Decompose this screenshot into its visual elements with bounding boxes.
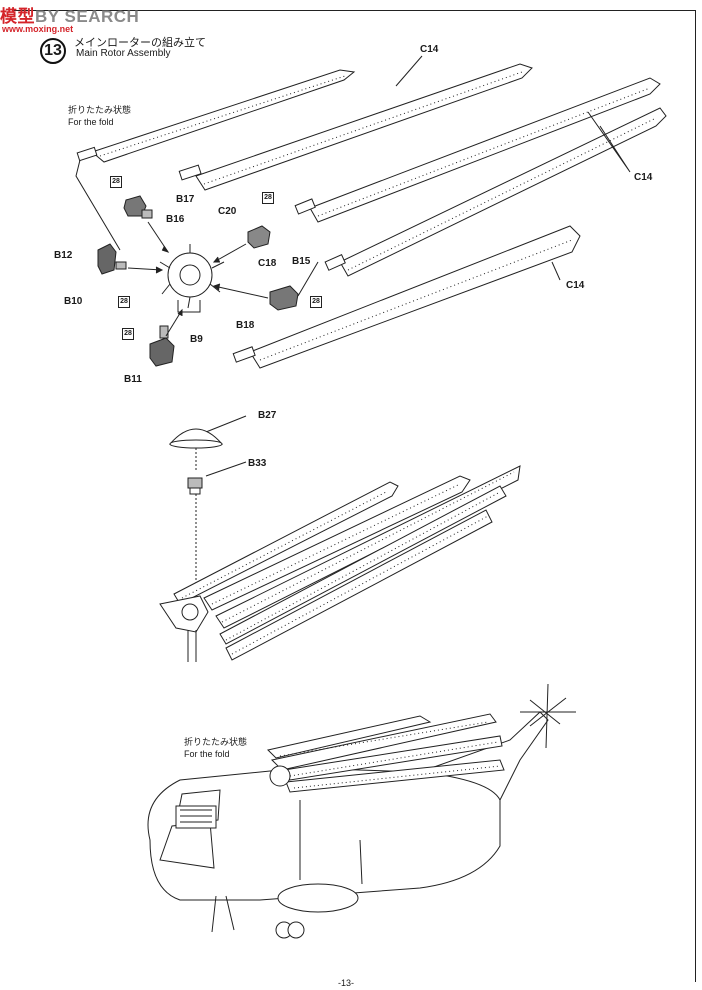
rotor-hub (159, 244, 225, 313)
step-title-japanese: メインローターの組み立て (74, 37, 206, 49)
step-title-english: Main Rotor Assembly (76, 48, 171, 59)
rotor-blade-1 (76, 69, 356, 163)
rotor-blade-2 (178, 63, 533, 191)
rotor-blade-5 (232, 225, 581, 369)
page-number: -13- (338, 978, 355, 988)
part-b16-b17 (123, 195, 153, 219)
label-b10: B10 (64, 296, 83, 307)
label-b18: B18 (236, 320, 255, 331)
assembly-arrows (75, 159, 319, 337)
folded-rotor-assembly (159, 465, 521, 662)
label-c14-right: C14 (634, 172, 653, 183)
cement-badge-2: 28 (262, 192, 274, 204)
label-b11: B11 (124, 374, 142, 385)
label-b9: B9 (190, 334, 203, 345)
part-b33-cap (187, 477, 203, 495)
helicopter-folded (147, 683, 576, 939)
part-b27-dome (168, 428, 224, 449)
label-b12: B12 (54, 250, 73, 261)
label-c14-lower: C14 (566, 280, 585, 291)
watermark-url: www.moxing.net (2, 24, 74, 34)
cement-badge-3: 28 (118, 296, 130, 308)
rotor-blade-4 (324, 107, 667, 277)
label-c18: C18 (258, 258, 277, 269)
label-c14-top: C14 (420, 44, 439, 55)
fold-note-top: 折りたたみ状態 For the fold (68, 105, 132, 127)
label-b27: B27 (258, 410, 277, 421)
label-b33: B33 (248, 458, 267, 469)
part-b10-b12 (97, 243, 127, 275)
part-c18-c20 (247, 225, 271, 249)
watermark-logo: 模型BY SEARCH (0, 7, 140, 26)
page-border (12, 10, 696, 982)
label-b17: B17 (176, 194, 195, 205)
part-b15-b18 (269, 285, 299, 311)
cement-badge-1: 28 (110, 176, 122, 188)
label-c20: C20 (218, 206, 237, 217)
label-b15: B15 (292, 256, 311, 267)
cement-badge-5: 28 (122, 328, 134, 340)
label-b16: B16 (166, 214, 185, 225)
fold-note-bottom: 折りたたみ状態 For the fold (184, 737, 248, 759)
rotor-blade-3 (294, 77, 661, 223)
step-number-badge: 13 (40, 38, 66, 64)
cement-badge-4: 28 (310, 296, 322, 308)
part-b9-b11 (149, 325, 175, 367)
